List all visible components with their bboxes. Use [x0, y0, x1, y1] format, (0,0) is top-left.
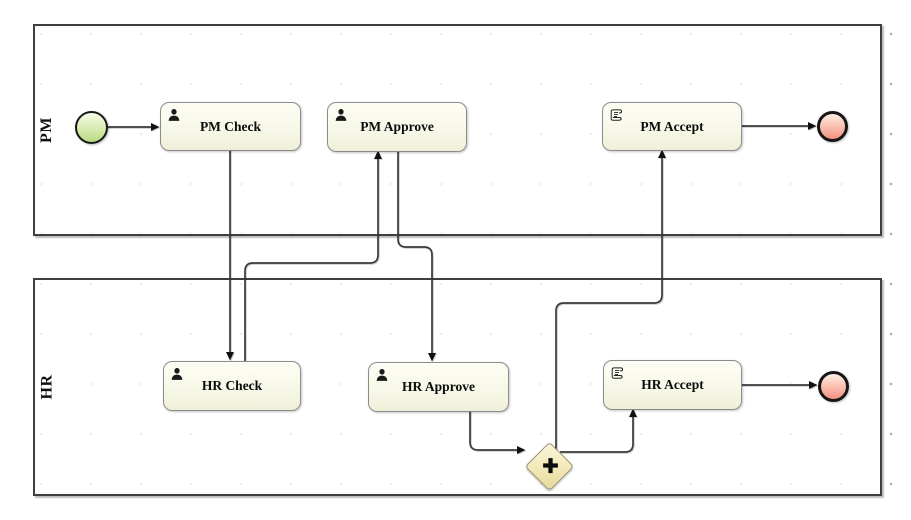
user-icon [168, 109, 180, 121]
end-event-pm[interactable] [817, 111, 848, 142]
flow-hr-approve-to-gateway[interactable] [469, 410, 526, 454]
task-hr-approve[interactable]: HR Approve [368, 362, 509, 412]
task-label: HR Approve [402, 379, 475, 394]
flow-hr-check-to-pm-approve[interactable] [244, 150, 382, 361]
flow-pm-approve-to-hr-approve[interactable] [397, 150, 436, 362]
user-icon [335, 109, 347, 121]
task-hr-accept[interactable]: HR Accept [603, 360, 742, 410]
script-icon [610, 109, 623, 121]
task-label: PM Approve [360, 119, 434, 134]
flow-gateway-to-hr-accept[interactable] [560, 408, 637, 453]
task-label: PM Check [199, 118, 262, 134]
flow-gateway-to-pm-accept[interactable] [555, 149, 666, 450]
user-icon [171, 368, 183, 380]
task-label: HR Check [201, 378, 263, 393]
task-pm-check[interactable]: PM Check [160, 102, 301, 151]
task-label: HR Accept [641, 377, 704, 392]
task-pm-approve[interactable]: PM Approve [327, 102, 467, 152]
end-event-hr[interactable] [818, 371, 849, 402]
task-pm-accept[interactable]: PM Accept [602, 102, 742, 151]
plus-icon: + [542, 449, 559, 480]
task-hr-check[interactable]: HR Check [163, 361, 301, 411]
user-icon [376, 369, 388, 381]
task-label: PM Accept [640, 118, 704, 134]
start-event[interactable] [75, 111, 108, 144]
script-icon [611, 367, 624, 379]
